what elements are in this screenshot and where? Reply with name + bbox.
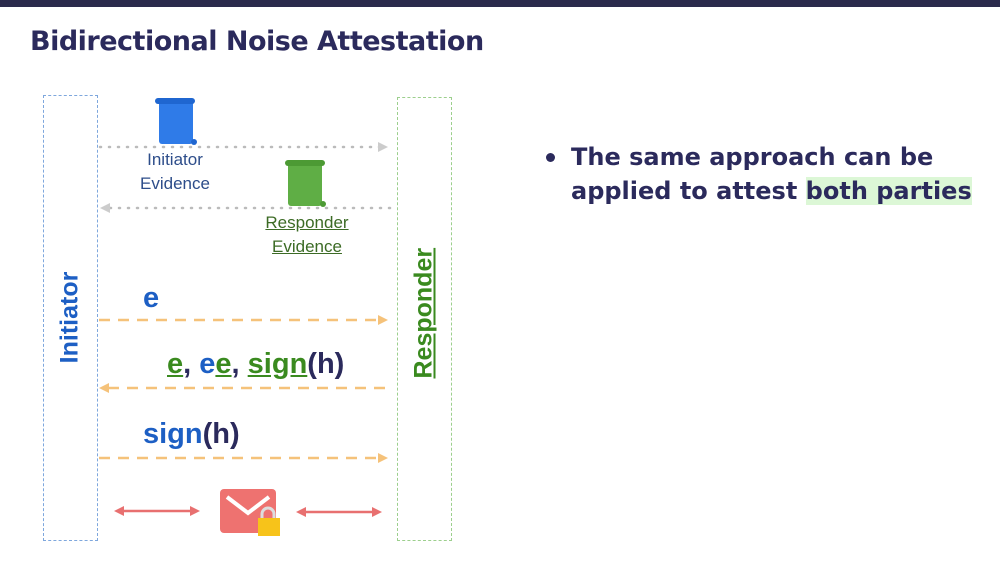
encrypted-mail-icon: [220, 489, 280, 536]
secure-channel-arrows: [114, 506, 382, 517]
responder-evidence-scroll-icon: [285, 160, 326, 207]
ee-responder-part: e: [215, 348, 232, 380]
bullet-text: The same approach can be applied to atte…: [571, 143, 934, 205]
top-bar: [0, 0, 1000, 7]
initiator-lane: [43, 95, 98, 541]
comma: ,: [231, 348, 248, 380]
initiator-evidence-line1: Initiator: [147, 150, 203, 169]
message3-label: sign(h): [143, 418, 240, 451]
initiator-sign: sign: [143, 418, 203, 450]
responder-evidence-label: Responder Evidence: [252, 211, 362, 259]
responder-lane: [397, 97, 452, 541]
responder-ephemeral: e: [167, 348, 184, 380]
message1-label: e: [143, 282, 159, 315]
responder-evidence-line1: Responder: [265, 213, 349, 232]
responder-sign: sign: [247, 348, 308, 380]
ee-initiator-part: e: [199, 348, 216, 380]
comma: ,: [183, 348, 200, 380]
hash-arg: (h): [202, 418, 240, 450]
bullet-point: The same approach can be applied to atte…: [546, 140, 991, 208]
ephemeral-key: e: [143, 282, 160, 314]
bullet-highlight: both parties: [805, 177, 972, 205]
message2-label: e, ee, sign(h): [167, 348, 344, 381]
initiator-evidence-label: Initiator Evidence: [125, 148, 225, 196]
initiator-evidence-line2: Evidence: [140, 174, 210, 193]
slide-title: Bidirectional Noise Attestation: [30, 26, 484, 57]
initiator-evidence-scroll-icon: [155, 98, 197, 145]
hash-arg: (h): [307, 348, 345, 380]
responder-evidence-line2: Evidence: [272, 237, 342, 256]
